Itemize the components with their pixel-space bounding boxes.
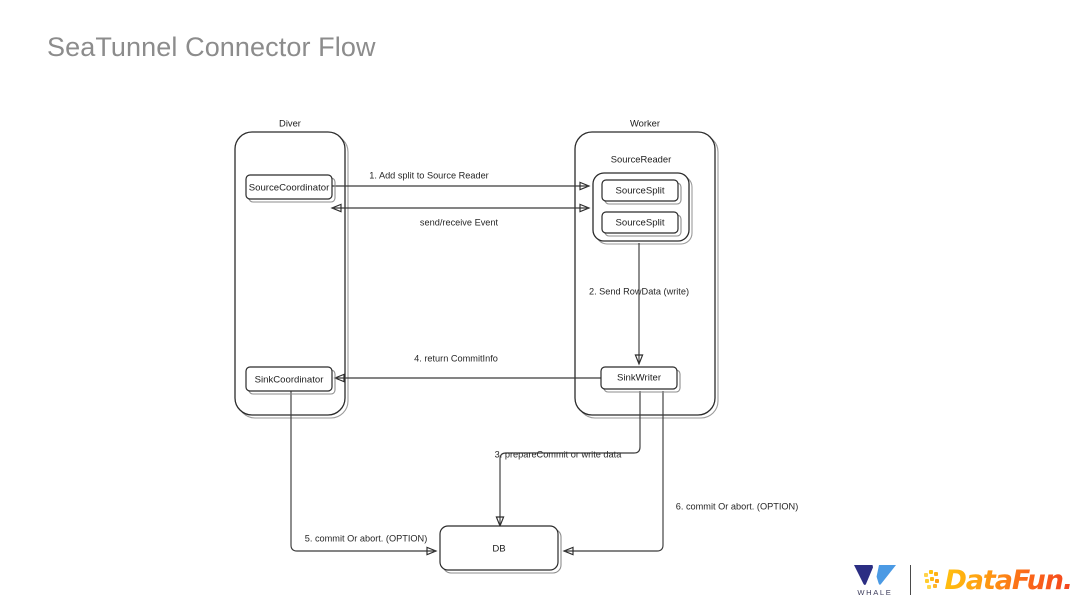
logo-divider [909, 565, 912, 595]
edge-prepare-commit-arrowhead [495, 516, 505, 528]
db-box[interactable] [439, 525, 559, 571]
edge-commit-abort-driver-label: 5. commit Or abort. (OPTION) [305, 533, 428, 543]
worker-label: Worker [630, 117, 660, 128]
edge-add-split-label: 1. Add split to Source Reader [369, 170, 489, 180]
edge-commit-abort-worker-line [566, 391, 664, 552]
whale-logo-text: WHALE [857, 587, 893, 597]
edge-commit-abort-driver-arrowhead [426, 546, 438, 556]
edge-return-commitinfo-label: 4. return CommitInfo [414, 353, 498, 363]
source-coordinator-label: SourceCoordinator [249, 183, 330, 194]
edge-send-rowdata-label: 2. Send RowData (write) [589, 286, 689, 296]
edge-commit-abort-worker-label: 6. commit Or abort. (OPTION) [676, 501, 799, 511]
whale-mark-icon [853, 564, 897, 586]
edge-commit-abort-worker-arrowhead [562, 546, 574, 556]
sink-writer-label: SinkWriter [617, 373, 662, 384]
edge-add-split-arrowhead [579, 181, 591, 191]
db-label: DB [492, 544, 505, 555]
source-reader-label: SourceReader [611, 153, 671, 164]
source-split-1-box[interactable] [601, 179, 679, 202]
edge-return-commitinfo-arrowhead [333, 373, 345, 383]
sink-coordinator-label: SinkCoordinator [255, 375, 325, 386]
edge-prepare-commit-label: 3. prepareCommit or write data [495, 449, 623, 459]
edge-send-receive-arrowhead-right [579, 203, 591, 213]
edge-commit-abort-driver-line [290, 391, 434, 552]
source-split-2-label: SourceSplit [615, 218, 664, 229]
footer-logos: WHALE DataFun. [848, 556, 1073, 604]
sink-writer-box[interactable] [600, 366, 678, 390]
edge-send-receive-label: send/receive Event [420, 217, 499, 227]
page-title: SeaTunnel Connector Flow [47, 32, 376, 62]
sink-coordinator-box[interactable] [245, 366, 333, 392]
edge-send-rowdata-arrowhead [634, 354, 644, 366]
driver-label: Diver [279, 117, 301, 128]
datafun-dots-icon [924, 569, 941, 591]
driver-container [234, 131, 346, 416]
source-coordinator-box[interactable] [245, 174, 333, 200]
datafun-logo-text: DataFun. [944, 564, 1073, 596]
edge-send-receive-arrowhead-left [330, 203, 342, 213]
source-split-1-label: SourceSplit [615, 186, 664, 197]
datafun-logo: DataFun. [924, 564, 1073, 596]
edge-prepare-commit-line [499, 391, 641, 524]
whale-logo: WHALE [848, 564, 902, 597]
source-split-2-box[interactable] [601, 211, 679, 234]
